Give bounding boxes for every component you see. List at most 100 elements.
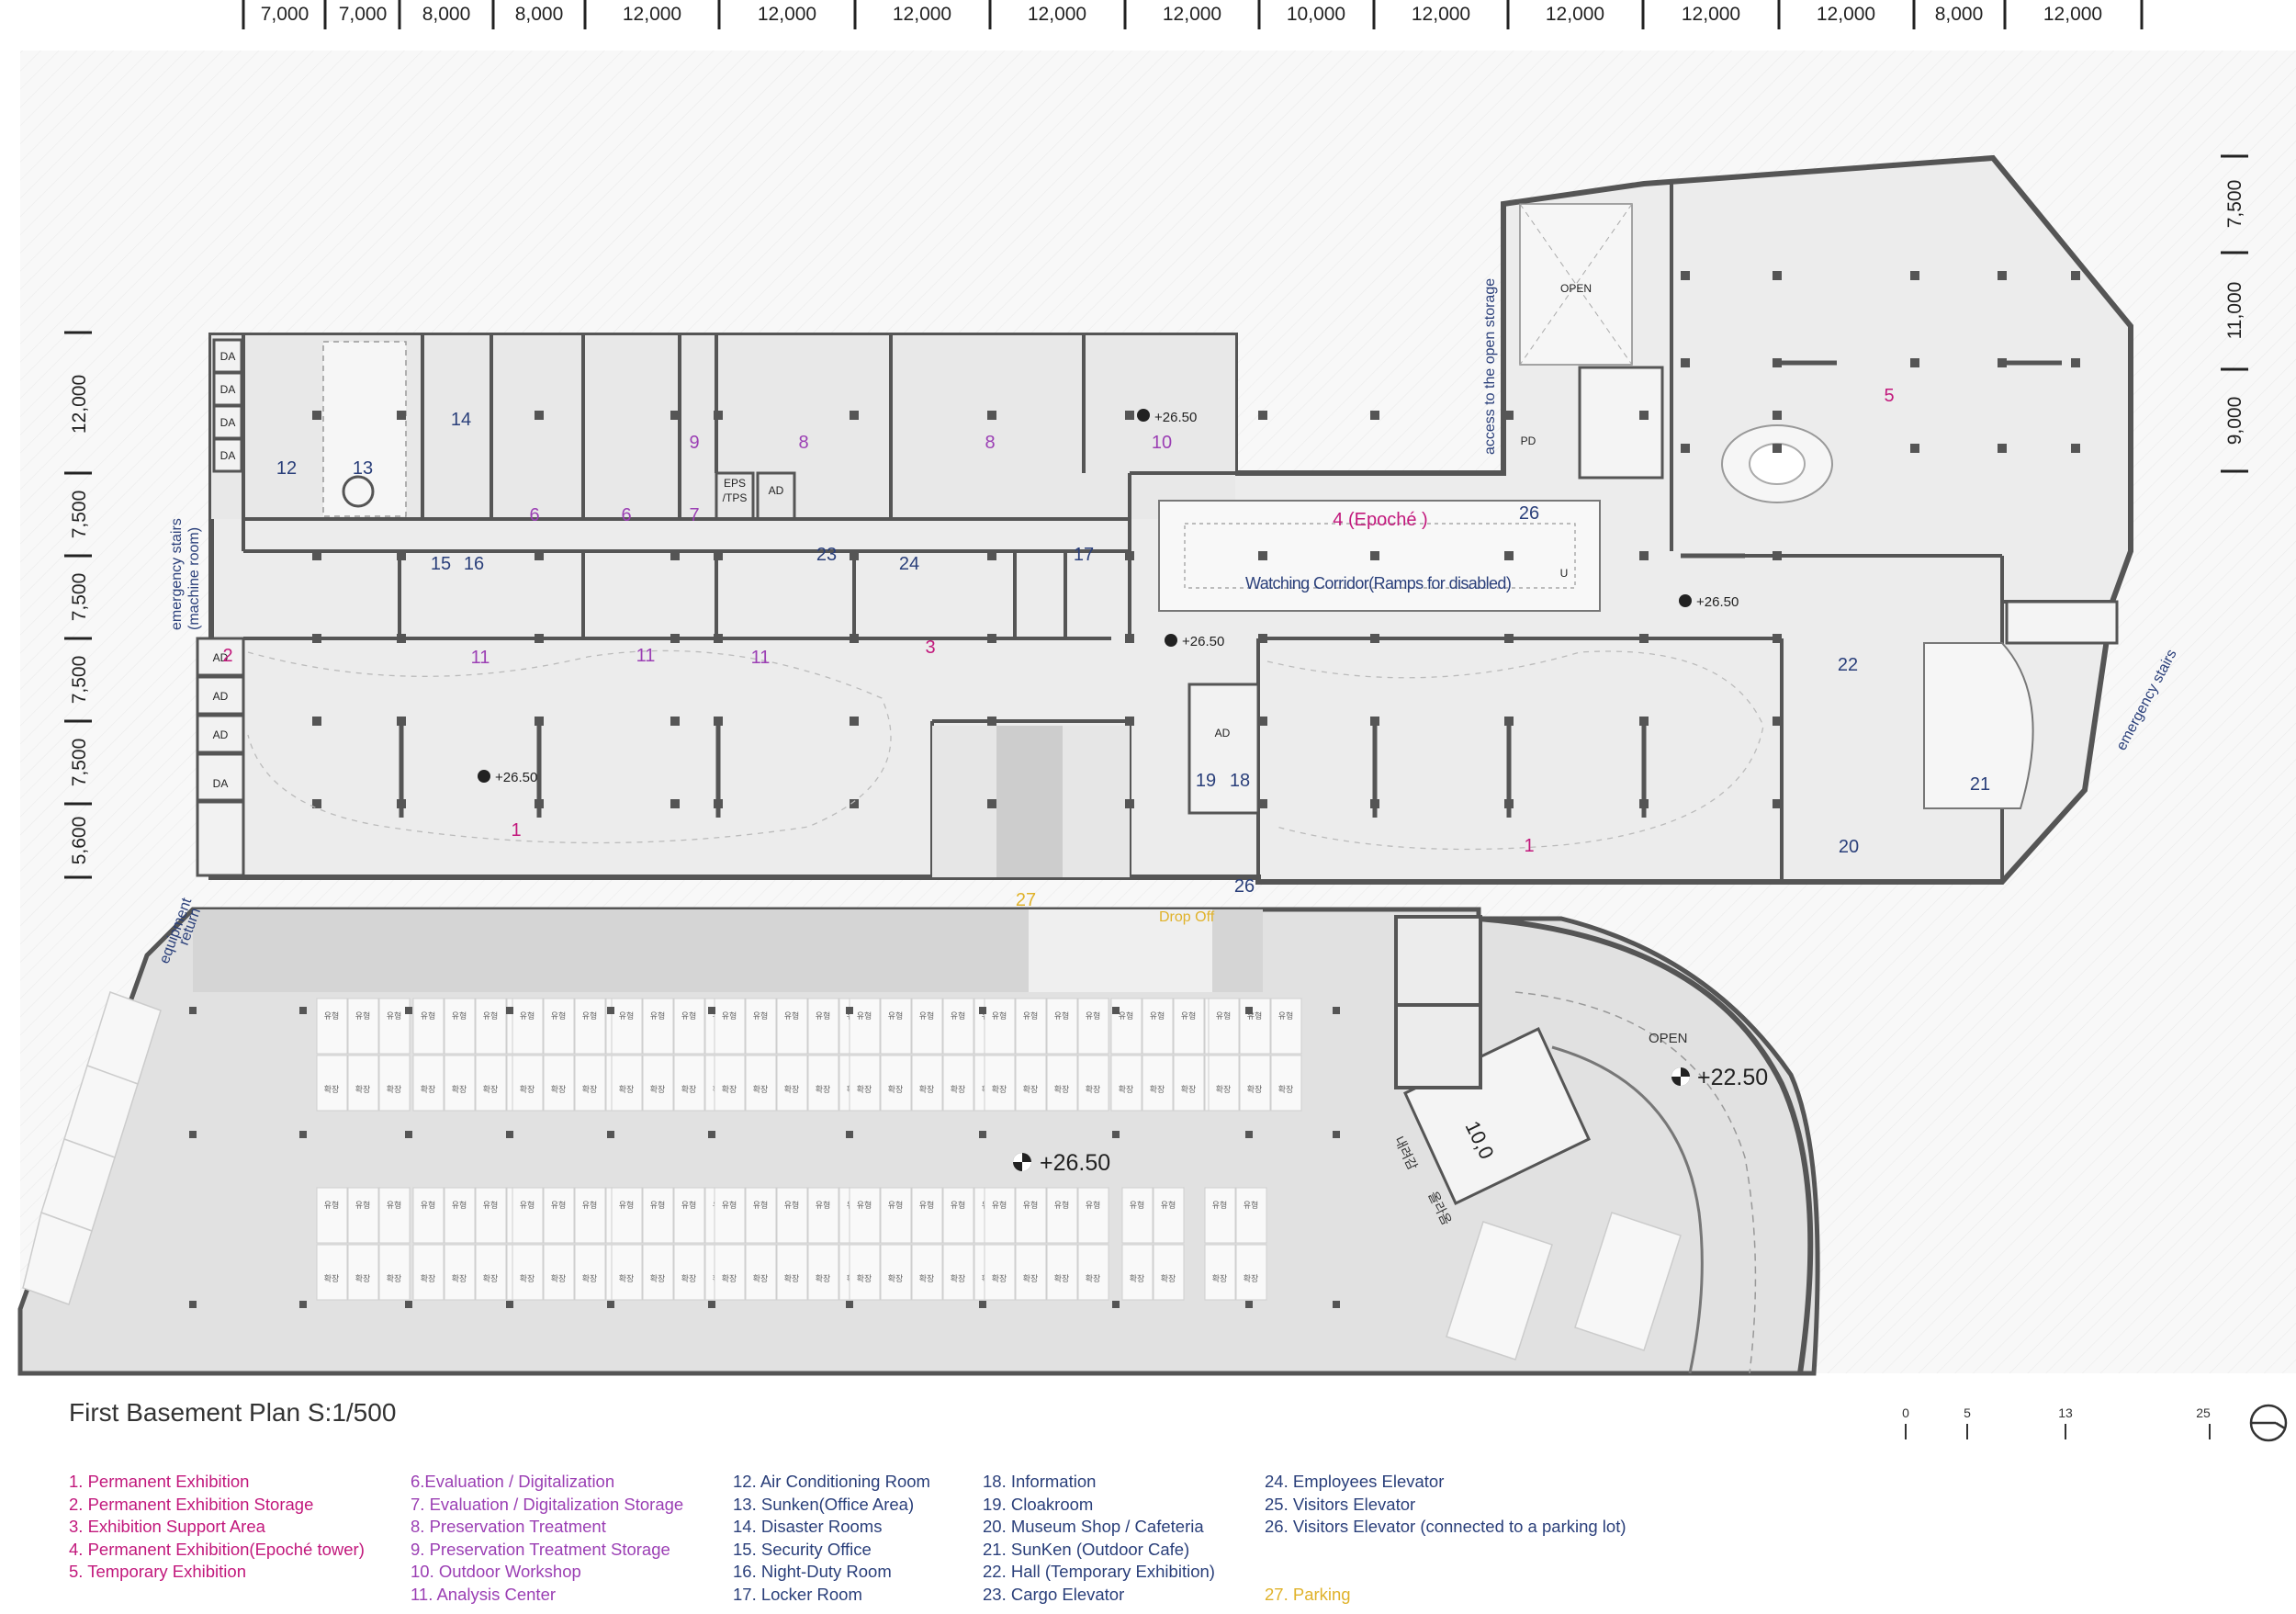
column	[189, 1007, 197, 1014]
room-27: 27	[1016, 890, 1036, 910]
column	[987, 411, 996, 420]
parking-stall	[611, 1187, 643, 1244]
parking-stall	[543, 1055, 575, 1112]
scale-bar: 0 5 13 25	[1899, 1401, 2212, 1447]
stall-label: 확장	[452, 1273, 467, 1283]
stall-label: 유형	[1130, 1201, 1145, 1210]
shear-walls	[399, 360, 2062, 818]
stall-label: 확장	[1130, 1273, 1145, 1283]
left-dim-6: 5,600	[69, 817, 90, 865]
scale-tick-13: 13	[2058, 1405, 2073, 1420]
sunken-cafe	[1923, 642, 2034, 809]
parking-stall	[776, 998, 808, 1055]
parking-stall	[1153, 1244, 1185, 1301]
stall-label: 유형	[582, 1201, 598, 1210]
legend-item-5: 5. Temporary Exhibition	[69, 1562, 246, 1582]
parking-stall	[714, 1244, 746, 1301]
parking-stall	[1173, 998, 1205, 1055]
top-dimension-labels: 7,000 7,000 8,000 8,000 12,000 12,000 12…	[261, 4, 2102, 25]
column	[1681, 271, 1690, 280]
open-tag: OPEN	[1560, 282, 1592, 295]
stall-label: 확장	[992, 1084, 1007, 1094]
spiral-stair	[342, 475, 375, 508]
service-shaft	[996, 726, 1063, 877]
stall-label: 확장	[582, 1084, 598, 1094]
legend-item-6: 6.Evaluation / Digitalization	[411, 1472, 615, 1491]
parking-stall	[880, 1055, 912, 1112]
legend-item-4: 4. Permanent Exhibition(Epoché tower)	[69, 1539, 365, 1559]
top-dimension-ticks	[242, 0, 2144, 29]
stall-label: 유형	[421, 1201, 436, 1210]
stall-label: 유형	[1247, 1011, 1263, 1021]
stall-label: 확장	[1212, 1273, 1228, 1283]
column	[670, 799, 680, 808]
stall-label: 확장	[582, 1273, 598, 1283]
room-24: 24	[899, 554, 919, 574]
stall-label: 유형	[753, 1201, 769, 1210]
parking-stall	[611, 1244, 643, 1301]
column	[506, 1131, 513, 1138]
parking-stall	[849, 1055, 881, 1112]
right-dimension-ticks	[2221, 154, 2248, 473]
top-dim-8: 12,000	[1028, 4, 1086, 25]
stall-label: 유형	[483, 1011, 499, 1021]
level-marker-1: +26.50	[1137, 409, 1197, 425]
parking-stall	[942, 1055, 974, 1112]
parking-stall	[378, 998, 411, 1055]
room-1-west: 1	[511, 820, 521, 841]
stall-label: 유형	[520, 1201, 535, 1210]
stall-label: 확장	[784, 1273, 800, 1283]
column	[299, 1007, 307, 1014]
parking-stall	[942, 1187, 974, 1244]
parking-level-marker: +26.50	[1013, 1150, 1110, 1176]
parking-stall	[984, 1187, 1016, 1244]
column	[846, 1301, 853, 1308]
level-marker-3: +26.50	[1679, 594, 1739, 610]
ramp-service-rooms	[1394, 915, 1482, 1089]
parking-stall	[1046, 998, 1078, 1055]
room-22: 22	[1838, 655, 1858, 675]
stall-label: 유형	[1086, 1011, 1101, 1021]
parking-area: 유형확장유형확장유형확장유형확장유형확장유형확장유형확장유형확장유형확장유형확장…	[17, 907, 1820, 1376]
parking-stall	[1208, 1055, 1240, 1112]
parking-stall	[1239, 1055, 1271, 1112]
parking-stall	[1077, 1244, 1109, 1301]
legend-item-13: 13. Sunken(Office Area)	[733, 1494, 915, 1514]
column	[1245, 1007, 1253, 1014]
column	[1112, 1301, 1120, 1308]
stall-label: 유형	[650, 1201, 666, 1210]
top-dim-15: 8,000	[1935, 4, 1984, 25]
stall-label: 확장	[1054, 1273, 1070, 1283]
column	[1504, 634, 1514, 643]
stall-label: 확장	[681, 1273, 697, 1283]
stair-right	[2005, 600, 2119, 645]
stall-label: 확장	[452, 1084, 467, 1094]
parking-stall	[512, 1187, 544, 1244]
column	[1910, 358, 1919, 367]
parking-stall	[880, 998, 912, 1055]
ramp-open-label: OPEN	[1649, 1031, 1688, 1046]
legend-spacer-1	[1265, 1539, 1626, 1562]
legend-item-24: 24. Employees Elevator	[1265, 1472, 1445, 1491]
stall-label: 유형	[888, 1201, 904, 1210]
column	[2071, 358, 2080, 367]
parking-stall	[444, 1055, 476, 1112]
parking-stall	[412, 1055, 445, 1112]
room-11-b: 11	[636, 646, 656, 666]
column	[670, 551, 680, 560]
column	[1681, 358, 1690, 367]
parking-stall	[1270, 1055, 1302, 1112]
legend-column-4: 18. Information 19. Cloakroom 20. Museum…	[983, 1471, 1215, 1607]
legend-column-2: 6.Evaluation / Digitalization 7. Evaluat…	[411, 1471, 683, 1607]
parking-stall	[984, 1244, 1016, 1301]
stall-label: 확장	[1086, 1084, 1101, 1094]
room-3: 3	[925, 638, 935, 658]
da-tag-1: DA	[220, 350, 236, 363]
room-8-a: 8	[798, 433, 808, 453]
parking-stall	[1046, 1187, 1078, 1244]
eps-tag: EPS	[724, 477, 746, 490]
room-11-c: 11	[751, 648, 771, 668]
column	[1258, 717, 1267, 726]
parking-stall	[642, 1187, 674, 1244]
